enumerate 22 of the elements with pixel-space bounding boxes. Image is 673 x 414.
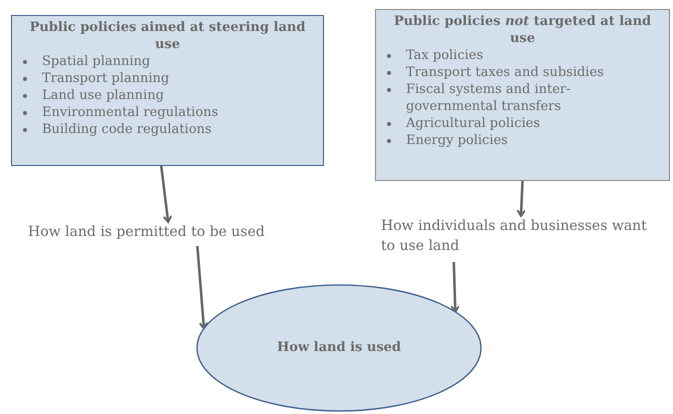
bullet-item: Land use planning (42, 87, 165, 104)
bullet-item: Environmental regulations (42, 104, 220, 121)
policy-box (375, 9, 670, 181)
bullet-item: Transport planning (42, 70, 170, 87)
bullet-item: Spatial planning (42, 53, 152, 70)
ellipse-label: How land is used (276, 339, 402, 357)
bullet-item: Building code regulations (42, 121, 213, 138)
bullet-item: Transport taxes and subsidies (406, 64, 605, 81)
bullet-item: Tax policies (406, 47, 484, 64)
bullet-item: Energy policies (406, 132, 509, 149)
box-heading: Public policies aimed at steering land use (28, 19, 306, 53)
arrow (160, 166, 172, 223)
bullet-item: Fiscal systems and inter-governmental transfers (406, 81, 572, 115)
outcome-ellipse (196, 284, 482, 412)
arrow (516, 180, 526, 217)
arrow (196, 246, 208, 330)
flow-text: How land is permitted to be used (28, 222, 320, 246)
arrow (450, 262, 460, 313)
bullet-item: Agricultural policies (406, 115, 542, 132)
flow-text: How individuals and businesses want to use land (381, 216, 661, 262)
box-heading: Public policies not targeted at land use (392, 13, 652, 47)
policy-box (11, 15, 324, 166)
